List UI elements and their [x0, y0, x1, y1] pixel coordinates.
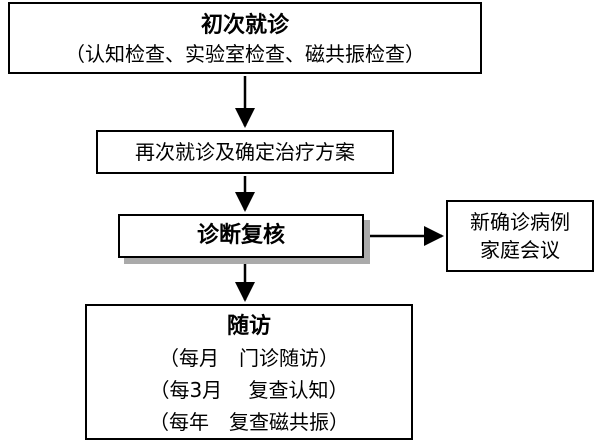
new-case-line2: 家庭会议 [480, 238, 560, 262]
follow-up-item-yearly: （每年 复查磁共振） [149, 410, 349, 434]
first-visit-subtitle: （认知检查、实验室检查、磁共振检查） [65, 42, 425, 66]
diagnosis-review-label: 诊断复核 [196, 223, 285, 248]
first-visit-title: 初次就诊 [200, 13, 289, 38]
first-visit-box: 初次就诊 （认知检查、实验室检查、磁共振检查） [8, 2, 482, 74]
diagnosis-review-box: 诊断复核 [118, 214, 364, 258]
follow-up-title: 随访 [226, 314, 271, 339]
second-visit-box: 再次就诊及确定治疗方案 [96, 130, 394, 174]
follow-up-box: 随访 （每月 门诊随访） （每3月 复查认知） （每年 复查磁共振） [85, 304, 413, 440]
follow-up-item-quarterly: （每3月 复查认知） [149, 378, 349, 402]
new-case-line1: 新确诊病例 [470, 210, 570, 234]
follow-up-item-monthly: （每月 门诊随访） [159, 346, 339, 370]
new-case-box: 新确诊病例 家庭会议 [446, 200, 594, 272]
second-visit-label: 再次就诊及确定治疗方案 [135, 140, 355, 164]
